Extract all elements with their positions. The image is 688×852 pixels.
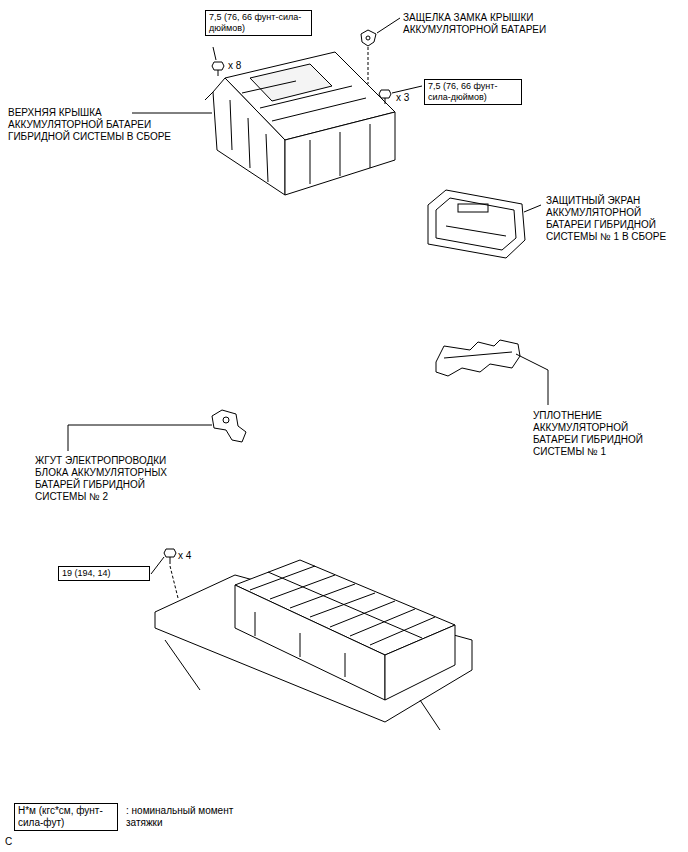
torque-box: 7,5 (76, 66 фунт-сила-дюймов) [424,79,522,105]
quantity-label: x 4 [178,550,191,562]
torque-value: 19 (194, 14) [58,566,150,581]
part-name: ЗАЩЕЛКА ЗАМКА КРЫШКИ АККУМУЛЯТОРНОЙ БАТА… [403,12,613,36]
wire-harness [212,410,246,442]
torque-value: Н*м (кгс*см, фунт-сила-фут) [14,803,118,831]
torque-value: 7,5 (76, 66 фунт-сила-дюймов) [205,10,312,36]
bolt [212,62,224,76]
quantity-label: x 8 [228,60,241,72]
bolt [379,90,391,104]
bolt [164,549,178,598]
cover-latch [361,30,376,84]
quantity-label: x 3 [396,92,409,104]
part-name: УПЛОТНЕНИЕ АККУМУЛЯТОРНОЙ БАТАРЕИ ГИБРИД… [533,410,658,458]
figure-code: C [5,836,12,848]
legend-text: : номинальный момент затяжки [126,805,256,829]
battery-pack [155,560,472,730]
torque-box: 7,5 (76, 66 фунт-сила-дюймов) [205,10,312,36]
part-name: ЗАЩИТНЫЙ ЭКРАН АККУМУЛЯТОРНОЙ БАТАРЕИ ГИ… [546,195,682,243]
upper-cover [205,52,395,195]
protective-shield [428,190,525,258]
part-name: ЖГУТ ЭЛЕКТРОПРОВОДКИ БЛОКА АККУМУЛЯТОРНЫ… [35,455,185,503]
part-name: ВЕРХНЯЯ КРЫШКА АККУМУЛЯТОРНОЙ БАТАРЕИ ГИ… [8,107,186,143]
legend-box: Н*м (кгс*см, фунт-сила-фут): номинальный… [14,803,118,831]
torque-box: 19 (194, 14) [58,566,150,581]
torque-value: 7,5 (76, 66 фунт-сила-дюймов) [424,79,522,105]
seal [436,340,520,376]
leader-line [68,18,548,574]
